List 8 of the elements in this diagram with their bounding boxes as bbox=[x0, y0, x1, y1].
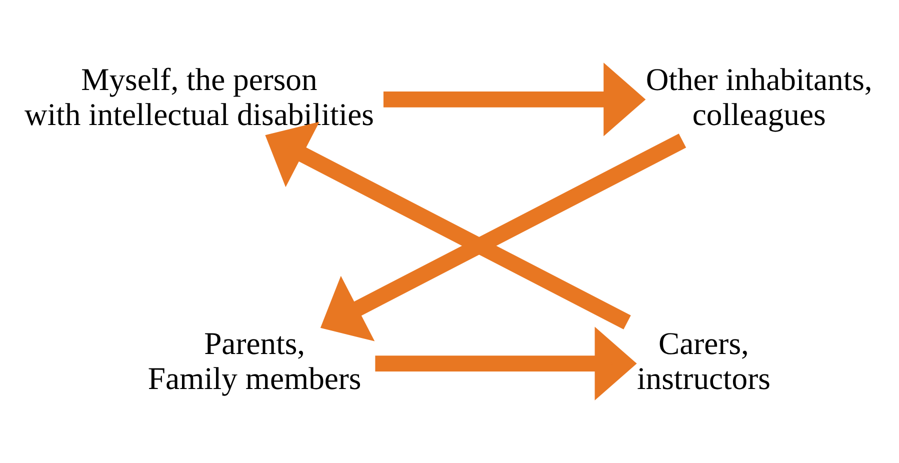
node-text: Parents, Family members bbox=[148, 326, 362, 396]
node-text: Carers, instructors bbox=[637, 326, 770, 396]
arrow bbox=[375, 326, 637, 400]
arrow bbox=[265, 122, 631, 330]
arrow bbox=[383, 62, 646, 136]
node-text: Myself, the person with intellectual disabilities bbox=[24, 62, 374, 132]
arrow bbox=[320, 134, 686, 342]
node-text: Other inhabitants, colleagues bbox=[646, 62, 872, 132]
